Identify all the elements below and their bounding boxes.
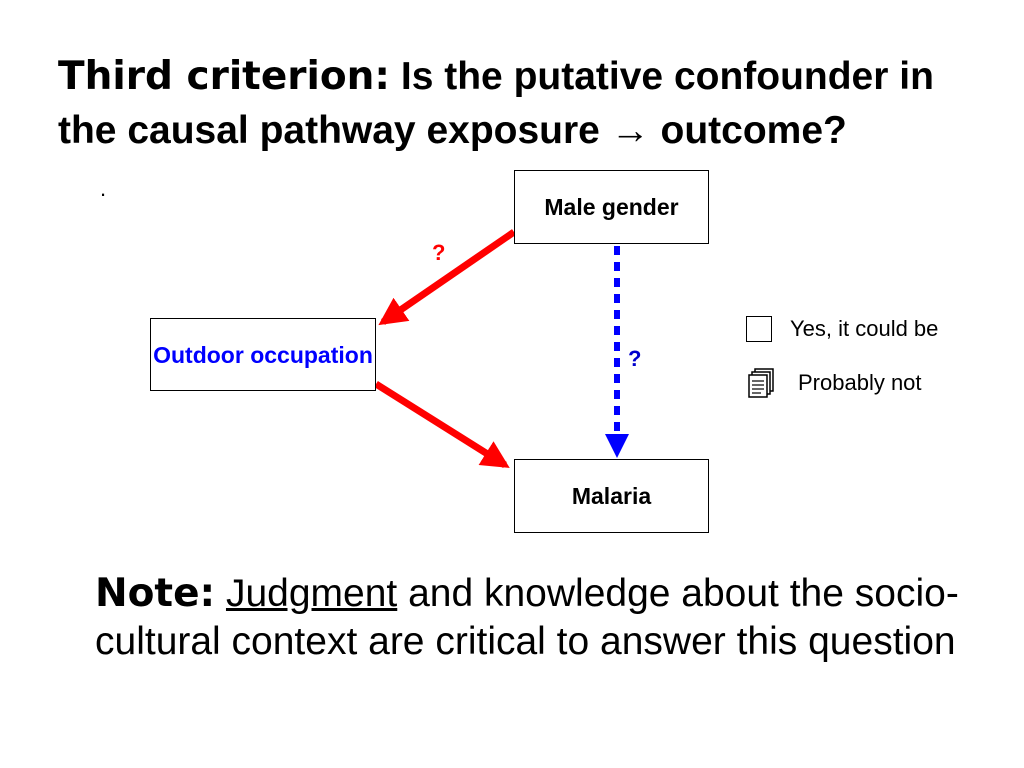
title-bold: Third criterion: [58, 54, 391, 99]
node-male-gender: Male gender [514, 170, 709, 244]
node-malaria: Malaria [514, 459, 709, 533]
note-text: Note: Judgment and knowledge about the s… [95, 570, 995, 666]
option-yes-label: Yes, it could be [790, 316, 939, 341]
document-stack-icon[interactable] [746, 368, 776, 398]
arrow-outdoor-to-malaria [374, 381, 510, 468]
option-no[interactable]: Probably not [746, 368, 922, 398]
title-text: Is the putative confounder in the causal… [58, 55, 934, 152]
option-no-label: Probably not [798, 370, 922, 395]
stray-dot: . [100, 176, 107, 201]
arrow-male-to-malaria-head [605, 434, 629, 458]
node-male-gender-label: Male gender [544, 194, 679, 220]
note-underlined: Judgment [225, 572, 398, 615]
slide-title: Third criterion: Is the putative confoun… [58, 50, 998, 158]
checkbox-empty-icon[interactable] [746, 316, 772, 342]
option-yes[interactable]: Yes, it could be [746, 316, 938, 342]
note-rest: and knowledge about the socio-cultural c… [95, 572, 959, 663]
node-malaria-label: Malaria [571, 483, 652, 509]
node-outdoor-occupation-label: Outdoor occupation [153, 341, 373, 368]
blue-question-mark: ? [628, 346, 642, 371]
arrow-male-to-outdoor [378, 229, 516, 326]
node-outdoor-occupation: Outdoor occupation [150, 318, 376, 391]
red-question-mark: ? [432, 240, 446, 265]
note-bold: Note: [95, 571, 216, 616]
